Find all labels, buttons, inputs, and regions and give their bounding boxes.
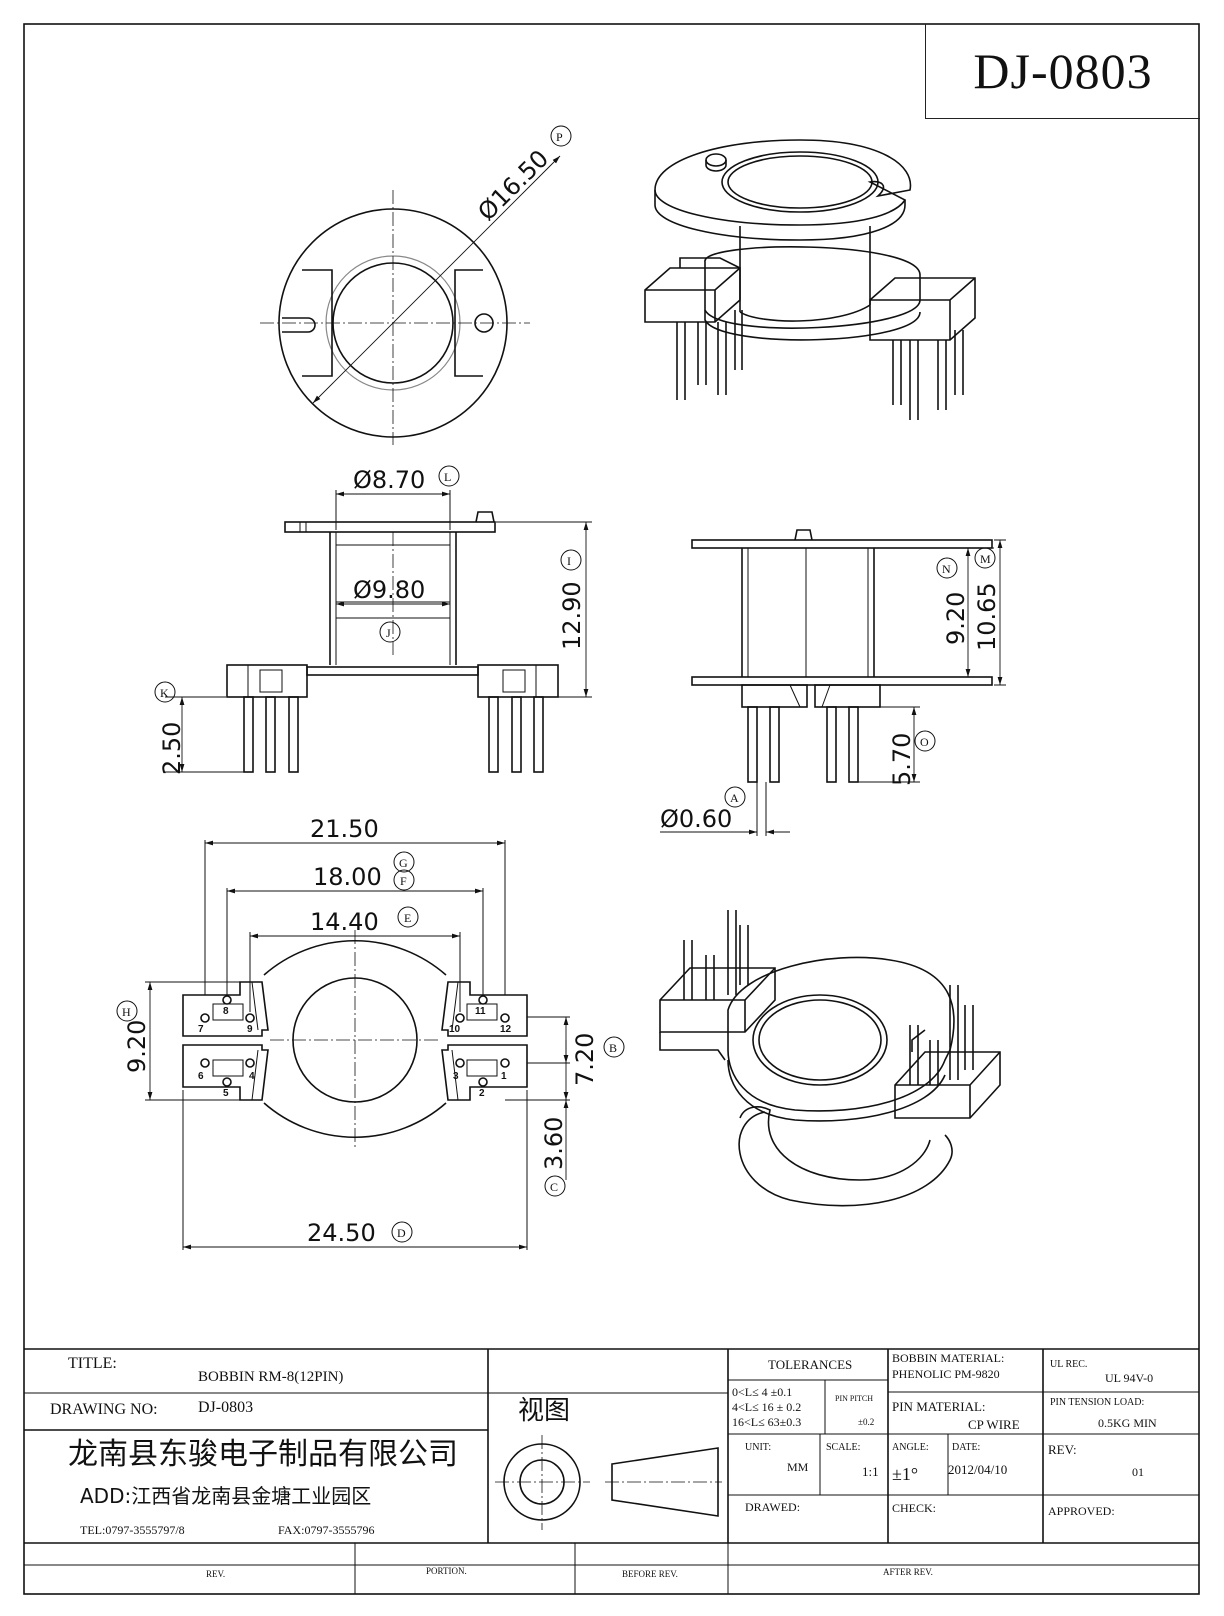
dim-d-text: 24.50 <box>307 1219 376 1247</box>
title-value: BOBBIN RM-8(12PIN) <box>198 1369 344 1385</box>
dim-e-ref: E <box>404 911 411 925</box>
top-view: Ø16.50 P <box>260 125 572 445</box>
unit-label: UNIT: <box>745 1442 772 1453</box>
dim-c-text: 3.60 <box>540 1117 568 1170</box>
dim-n-text: 9.20 <box>942 592 970 645</box>
title-block-frame <box>24 1348 1199 1594</box>
dim-h-ref: H <box>122 1005 131 1019</box>
iso-view-bottom <box>659 910 1001 1207</box>
dim-l-text: Ø8.70 <box>353 466 425 494</box>
tolerance-3: 16<L≤ 63±0.3 <box>732 1415 802 1429</box>
dim-m-ref: M <box>980 552 991 566</box>
tolerances-label: TOLERANCES <box>768 1357 853 1372</box>
check-label: CHECK: <box>892 1501 937 1515</box>
dim-n-ref: N <box>942 562 951 576</box>
before-rev-col-header: BEFORE REV. <box>622 1569 678 1579</box>
scale-value: 1:1 <box>862 1464 879 1479</box>
drawing-code-box: DJ-0803 <box>925 24 1200 119</box>
dim-g-ref: G <box>399 856 408 870</box>
date-label: DATE: <box>952 1442 981 1453</box>
unit-value: MM <box>787 1460 809 1474</box>
dim-p-text: Ø16.50 <box>472 144 554 226</box>
pin-4-label: 4 <box>249 1071 255 1082</box>
rev-col-header: REV. <box>206 1569 226 1579</box>
dim-f-ref: F <box>400 874 407 888</box>
dim-k-ref: K <box>160 686 169 700</box>
dim-e-text: 14.40 <box>310 908 379 936</box>
after-rev-col-header: AFTER REV. <box>883 1567 933 1577</box>
portion-col-header: PORTION. <box>426 1566 467 1576</box>
drawed-label: DRAWED: <box>745 1500 801 1514</box>
dim-k-text: 2.50 <box>158 722 186 775</box>
pin-1-label: 1 <box>501 1071 507 1082</box>
pin-material-value: CP WIRE <box>968 1417 1020 1432</box>
bobbin-material-label: BOBBIN MATERIAL: <box>892 1351 1005 1365</box>
pin-9-label: 9 <box>247 1024 253 1035</box>
pin-pitch-value: ±0.2 <box>858 1417 875 1427</box>
dim-i-text: 12.90 <box>558 581 586 650</box>
pin-12-label: 12 <box>500 1024 512 1035</box>
company-tel: TEL:0797-3555797/8 <box>80 1523 185 1537</box>
pin-pitch-label: PIN PITCH <box>835 1394 874 1403</box>
dim-d-ref: D <box>397 1226 406 1240</box>
drawing-no-label: DRAWING NO: <box>50 1401 158 1418</box>
angle-label: ANGLE: <box>892 1442 929 1453</box>
dim-a-text: Ø0.60 <box>660 805 732 833</box>
title-label: TITLE: <box>68 1355 117 1372</box>
dim-g-text: 21.50 <box>310 815 379 843</box>
pin-tension-label: PIN TENSION LOAD: <box>1050 1397 1145 1408</box>
rev-value: 01 <box>1132 1465 1144 1479</box>
pin-6-label: 6 <box>198 1071 204 1082</box>
dim-l-ref: L <box>444 470 451 484</box>
dim-j-ref: J <box>386 626 391 640</box>
pin-11-label: 11 <box>475 1006 486 1017</box>
pin-tension-value: 0.5KG MIN <box>1098 1416 1157 1430</box>
bottom-view: 8 7 9 6 4 5 11 10 12 3 1 2 21.50 G 18.00… <box>116 815 625 1250</box>
tolerance-1: 0<L≤ 4 ±0.1 <box>732 1385 793 1399</box>
company-address: ADD:江西省龙南县金塘工业园区 <box>80 1484 372 1508</box>
drawing-code: DJ-0803 <box>973 43 1153 99</box>
rev-label: REV: <box>1048 1442 1077 1457</box>
date-value: 2012/04/10 <box>948 1462 1008 1477</box>
pin-10-label: 10 <box>449 1024 461 1035</box>
tolerance-2: 4<L≤ 16 ± 0.2 <box>732 1400 802 1414</box>
drawing-no-value: DJ-0803 <box>198 1399 254 1416</box>
bobbin-material-value: PHENOLIC PM-9820 <box>892 1367 1000 1381</box>
angle-value: ±1° <box>892 1464 919 1484</box>
dim-b-ref: B <box>609 1041 617 1055</box>
dim-o-text: 5.70 <box>888 733 916 786</box>
dim-i-ref: I <box>567 554 571 568</box>
company-fax: FAX:0797-3555796 <box>278 1523 375 1537</box>
pin-material-label: PIN MATERIAL: <box>892 1399 986 1414</box>
page-border <box>23 23 1200 1595</box>
pin-3-label: 3 <box>453 1071 459 1082</box>
dim-a-ref: A <box>730 791 739 805</box>
dim-b-text: 7.20 <box>571 1033 599 1086</box>
pin-2-label: 2 <box>479 1088 485 1099</box>
dim-h-text: 9.20 <box>123 1020 151 1073</box>
view-label: 视图 <box>518 1396 571 1426</box>
ul-value: UL 94V-0 <box>1105 1371 1154 1385</box>
dim-j-text: Ø9.80 <box>353 576 425 604</box>
dim-p-ref: P <box>556 130 563 144</box>
side-view: 9.20 N 10.65 M 5.70 O Ø0.60 A <box>660 529 1006 836</box>
pin-5-label: 5 <box>223 1088 229 1099</box>
dim-o-ref: O <box>920 735 929 749</box>
dim-c-ref: C <box>550 1180 558 1194</box>
iso-view-top <box>644 139 976 420</box>
ul-label: UL REC. <box>1050 1359 1088 1370</box>
scale-label: SCALE: <box>826 1442 861 1453</box>
dim-f-text: 18.00 <box>313 863 382 891</box>
pin-8-label: 8 <box>223 1006 229 1017</box>
pin-7-label: 7 <box>198 1024 204 1035</box>
company-name: 龙南县东骏电子制品有限公司 <box>68 1437 458 1472</box>
dim-m-text: 10.65 <box>973 582 1001 651</box>
approved-label: APPROVED: <box>1048 1504 1115 1518</box>
front-view: Ø8.70 L Ø9.80 J 12.90 I 2.50 K <box>154 465 592 775</box>
